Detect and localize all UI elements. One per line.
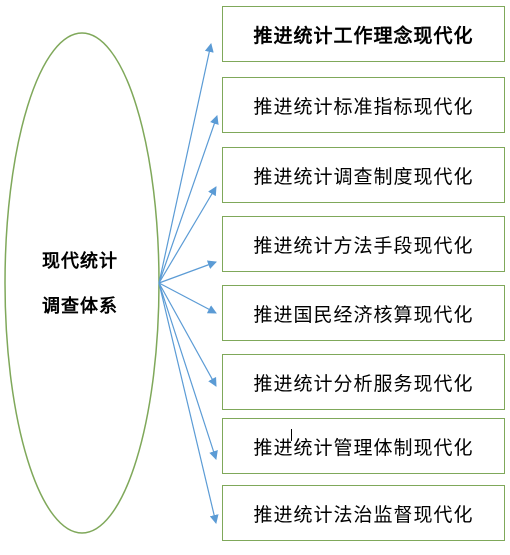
item-box-3: 推进统计调查制度现代化 bbox=[222, 147, 505, 203]
item-box-1: 推进统计工作理念现代化 bbox=[222, 6, 505, 62]
center-title-line2: 调查体系 bbox=[42, 296, 118, 317]
item-box-4: 推进统计方法手段现代化 bbox=[222, 216, 505, 272]
item-box-5: 推进国民经济核算现代化 bbox=[222, 285, 505, 341]
arrow-4 bbox=[158, 260, 217, 284]
center-ellipse bbox=[4, 32, 160, 534]
arrow-7 bbox=[158, 282, 218, 460]
arrow-2 bbox=[158, 115, 219, 284]
arrow-3 bbox=[158, 186, 217, 284]
arrow-group bbox=[158, 43, 219, 524]
arrow-1 bbox=[158, 43, 214, 284]
item-box-8: 推进统计法治监督现代化 bbox=[222, 485, 505, 541]
arrow-8 bbox=[158, 282, 219, 524]
item-box-2: 推进统计标准指标现代化 bbox=[222, 77, 505, 133]
center-title-line1: 现代统计 bbox=[42, 251, 118, 272]
arrow-6 bbox=[158, 282, 217, 387]
text-cursor bbox=[291, 429, 292, 441]
arrow-5 bbox=[158, 282, 217, 314]
item-box-7: 推进统计管理体制现代化 bbox=[222, 418, 505, 474]
item-box-6: 推进统计分析服务现代化 bbox=[222, 354, 505, 410]
